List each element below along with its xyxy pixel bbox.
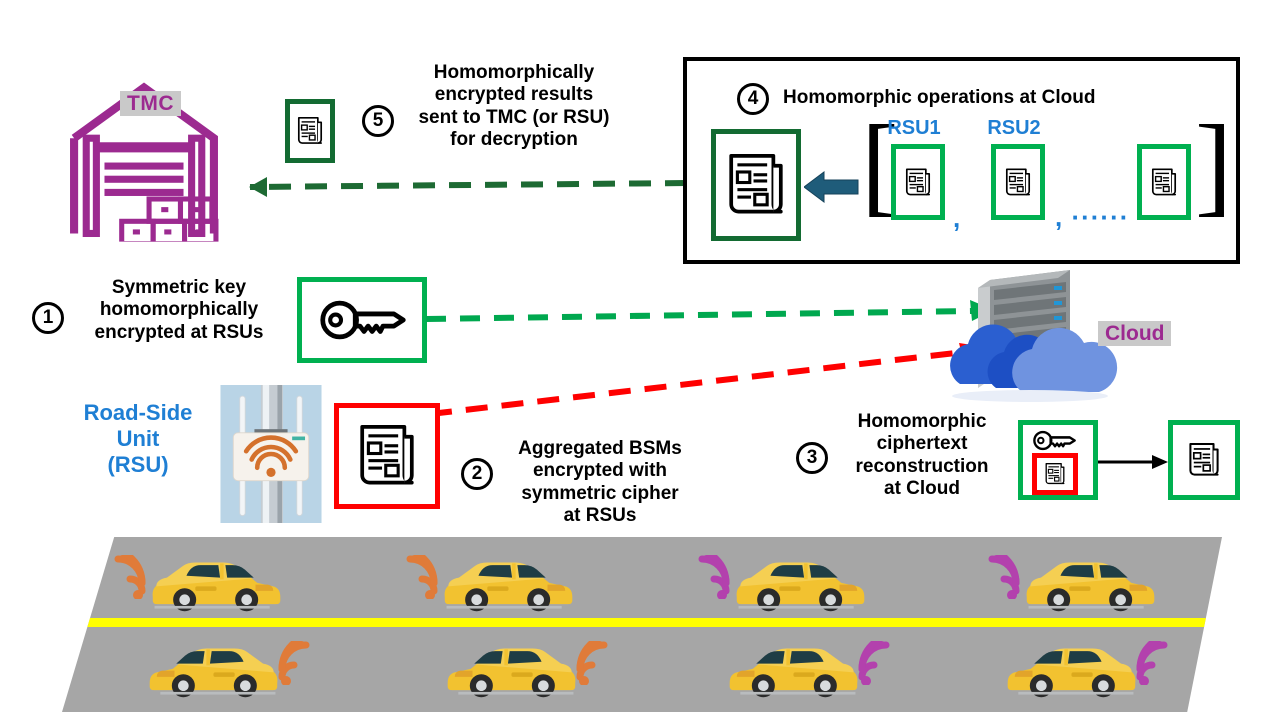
step-1-text: Symmetric key homomorphically encrypted … xyxy=(94,277,264,343)
car-icon xyxy=(722,551,872,613)
car-icon xyxy=(142,637,292,699)
road-center-line xyxy=(62,618,1222,627)
cloud-label-badge: Cloud xyxy=(1098,321,1172,346)
rsu-label: Road-Side Unit (RSU) xyxy=(83,400,193,477)
document-icon xyxy=(1044,460,1066,488)
encrypted-bsm-box xyxy=(334,403,440,509)
rsu2-ciphertext-box xyxy=(991,144,1045,220)
car-lower-1 xyxy=(142,637,332,699)
car-upper-2 xyxy=(392,551,572,613)
step-2-marker: 2 xyxy=(461,458,493,490)
tmc-label-badge: TMC xyxy=(120,91,181,116)
wifi-icon xyxy=(278,641,320,685)
separator-comma-1: , xyxy=(953,203,961,233)
tmc-label: TMC xyxy=(120,91,181,116)
wifi-icon xyxy=(858,641,900,685)
step-2-text: Aggregated BSMs encrypted with symmetric… xyxy=(518,438,682,527)
car-lower-4 xyxy=(1000,637,1190,699)
roadway xyxy=(62,537,1222,712)
arrow-results-to-tmc xyxy=(249,177,688,197)
wifi-icon xyxy=(1136,641,1178,685)
car-upper-3 xyxy=(684,551,864,613)
wifi-icon xyxy=(396,555,438,599)
arrow-reconstruction xyxy=(1098,455,1168,469)
step-4-text: Homomorphic operations at Cloud xyxy=(783,87,1096,108)
step-1-marker: 1 xyxy=(32,302,64,334)
step5-document-box xyxy=(285,99,335,163)
ciphertext-reconstruction-output-box xyxy=(1168,420,1240,500)
step-3-text: Homomorphic ciphertext reconstruction at… xyxy=(855,411,989,500)
inner-encrypted-doc-box xyxy=(1032,453,1078,495)
wifi-icon xyxy=(978,555,1020,599)
key-icon xyxy=(318,299,406,341)
document-icon xyxy=(1187,439,1221,481)
rsu-n-ciphertext-box xyxy=(1137,144,1191,220)
separator-ellipsis: , ······ xyxy=(1055,202,1130,232)
car-upper-4 xyxy=(974,551,1154,613)
cloud-label: Cloud xyxy=(1098,321,1172,346)
document-icon xyxy=(296,113,324,149)
wifi-icon xyxy=(104,555,146,599)
car-lower-3 xyxy=(722,637,912,699)
car-icon xyxy=(1000,637,1150,699)
rsu2-label: RSU2 xyxy=(987,117,1041,139)
rsu1-label: RSU1 xyxy=(887,117,941,139)
rsu-antenna-unit xyxy=(220,385,322,523)
rsu1-ciphertext-box xyxy=(891,144,945,220)
document-icon xyxy=(904,164,932,201)
key-icon xyxy=(1032,430,1076,451)
ciphertext-reconstruction-input-box xyxy=(1018,420,1098,500)
rsu-antenna-icon xyxy=(220,385,322,523)
arrow-ciphertext-to-cloud xyxy=(429,343,986,417)
document-icon xyxy=(1004,164,1032,201)
document-icon xyxy=(356,421,418,491)
bracket-close: ] xyxy=(1195,103,1233,227)
car-lower-2 xyxy=(440,637,630,699)
car-upper-1 xyxy=(100,551,280,613)
wifi-icon xyxy=(688,555,730,599)
step-5-marker: 5 xyxy=(362,105,394,137)
aggregate-arrow-icon xyxy=(804,171,859,203)
car-icon xyxy=(1012,551,1162,613)
step-4-marker: 4 xyxy=(737,83,769,115)
cloud-operations-panel: 4 Homomorphic operations at Cloud [ RSU1… xyxy=(683,57,1240,264)
aggregate-result-box xyxy=(711,129,801,241)
step-3-marker: 3 xyxy=(796,442,828,474)
car-icon xyxy=(440,637,590,699)
car-icon xyxy=(722,637,872,699)
document-icon xyxy=(725,145,787,225)
step-5-text: Homomorphically encrypted results sent t… xyxy=(418,62,610,151)
car-icon xyxy=(430,551,580,613)
wifi-icon xyxy=(576,641,618,685)
symmetric-key-box xyxy=(297,277,427,363)
car-icon xyxy=(138,551,288,613)
document-icon xyxy=(1150,164,1178,201)
